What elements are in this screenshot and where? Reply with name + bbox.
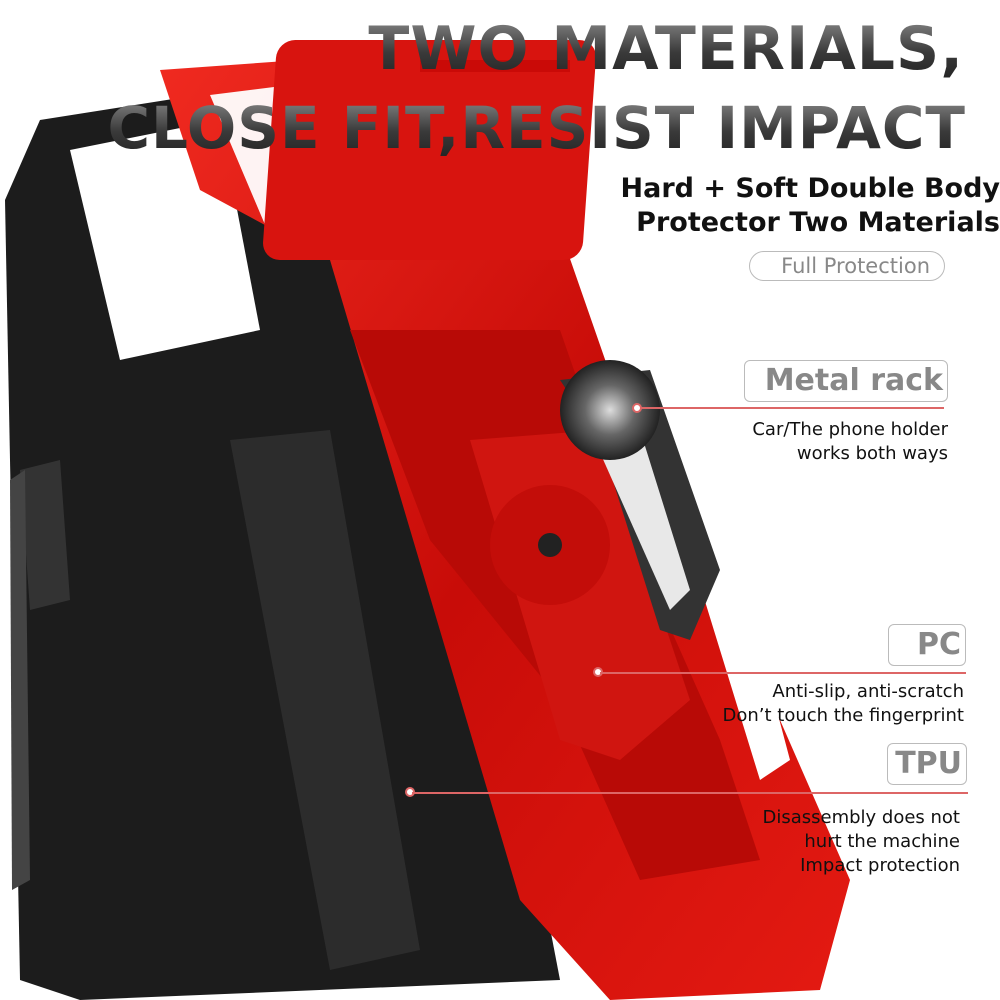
case-button [20, 460, 70, 610]
ring-opening [590, 430, 690, 610]
description-line: Impact protection [800, 855, 960, 876]
camera-slider [263, 40, 596, 260]
callout-line-pc [600, 672, 966, 674]
pc-description: Anti-slip, anti-scratch Don’t touch the … [723, 680, 965, 728]
pc-tag: PC [888, 624, 966, 666]
description-line: Disassembly does not [762, 807, 960, 828]
plate-center [538, 533, 562, 557]
description-line: works both ways [796, 443, 948, 464]
description-line: hurt the machine [804, 831, 960, 852]
slider-grip [420, 60, 570, 72]
headline-line-1: TWO MATERIALS, [368, 14, 964, 84]
callout-line-tpu [412, 792, 968, 794]
subtitle-line-2: Protector Two Materials [636, 207, 1000, 238]
description-line: Don’t touch the fingerprint [722, 705, 965, 726]
full-protection-badge: Full Protection [749, 251, 945, 281]
headline-line-2: CLOSE FIT,RESIST IMPACT [107, 94, 966, 162]
metal-rack-description: Car/The phone holder works both ways [752, 418, 948, 466]
description-line: Anti-slip, anti-scratch [772, 681, 964, 702]
tpu-tag: TPU [887, 743, 967, 785]
metal-disc [560, 360, 660, 460]
callout-line-metal-rack [640, 407, 944, 409]
tpu-description: Disassembly does not hurt the machine Im… [762, 806, 960, 878]
case-grip [230, 430, 420, 970]
subtitle-line-1: Hard + Soft Double Body [620, 173, 1000, 204]
case-edge [10, 470, 30, 890]
description-line: Car/The phone holder [752, 419, 948, 440]
metal-rack-tag: Metal rack [744, 360, 948, 402]
